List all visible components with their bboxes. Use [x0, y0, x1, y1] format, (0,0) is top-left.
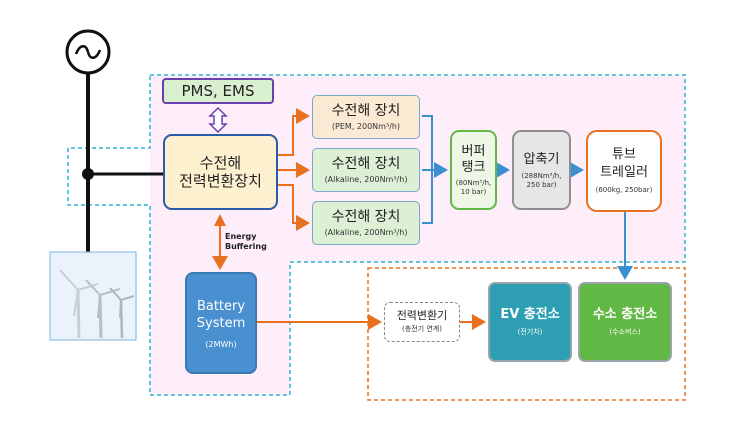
- h2-station-name: 수소 충전소: [592, 307, 658, 322]
- compressor: 압축기 (288Nm³/h, 250 bar): [512, 130, 571, 210]
- electrolyzer-pem: 수전해 장치 (PEM, 200Nm³/h): [312, 95, 420, 139]
- electrolyzer-name: 수전해 장치: [331, 156, 401, 172]
- pms-ems-label: PMS, EMS: [181, 82, 255, 100]
- ev-station-name: EV 충전소: [500, 307, 560, 322]
- energy-buffering-line2: Buffering: [225, 242, 267, 251]
- battery-spec: (2MWh): [205, 339, 237, 349]
- wind-turbine-icon: [49, 251, 137, 341]
- electrolyzer-spec: (PEM, 200Nm³/h): [331, 122, 401, 131]
- trailer-line1: 튜브: [612, 147, 636, 162]
- battery-system: Battery System (2MWh): [185, 272, 257, 374]
- electrolyzer-spec: (Alkaline, 200Nm³/h): [324, 175, 408, 184]
- buffer-line1: 버퍼: [461, 143, 486, 159]
- compressor-name: 압축기: [523, 151, 560, 167]
- compressor-spec1: (288Nm³/h,: [521, 171, 562, 180]
- tube-trailer: 튜브 트레일러 (600kg, 250bar): [586, 130, 662, 212]
- buffer-spec2: 10 bar): [460, 187, 487, 196]
- charger-name: 전력변환기: [396, 309, 448, 322]
- buffer-tank: 버퍼 탱크 (80Nm³/h, 10 bar): [450, 130, 497, 210]
- energy-buffering-line1: Energy: [225, 232, 257, 241]
- electrolyzer-spec: (Alkaline, 200Nm³/h): [324, 228, 408, 237]
- ev-station-spec: (전기차): [517, 328, 543, 336]
- trailer-spec: (600kg, 250bar): [595, 186, 653, 194]
- charger-spec: (충전기 연계): [402, 325, 442, 333]
- battery-line1: Battery: [196, 298, 246, 314]
- trailer-line2: 트레일러: [600, 165, 648, 180]
- electrolyzer-name: 수전해 장치: [331, 209, 401, 225]
- energy-buffering-label: Energy Buffering: [225, 232, 267, 252]
- pms-link-arrow: [208, 106, 228, 134]
- ev-charging-station: EV 충전소 (전기차): [488, 282, 572, 362]
- converter-line1: 수전해: [199, 154, 242, 172]
- electrolyzer-alkaline-2: 수전해 장치 (Alkaline, 200Nm³/h): [312, 201, 420, 245]
- system-boundary: [67, 74, 686, 396]
- power-converter-charger: 전력변환기 (충전기 연계): [384, 302, 460, 342]
- h2-station-spec: (수소버스): [609, 328, 641, 336]
- electrolyzer-alkaline-1: 수전해 장치 (Alkaline, 200Nm³/h): [312, 148, 420, 192]
- compressor-spec2: 250 bar): [526, 180, 557, 189]
- converter-line2: 전력변환장치: [179, 172, 262, 190]
- electrolyzer-name: 수전해 장치: [331, 103, 401, 119]
- buffer-line2: 탱크: [461, 159, 486, 175]
- buffer-spec1: (80Nm³/h,: [455, 178, 492, 187]
- power-converter-electrolysis: 수전해 전력변환장치: [163, 134, 278, 210]
- battery-line2: System: [196, 315, 246, 331]
- hydrogen-charging-station: 수소 충전소 (수소버스): [578, 282, 672, 362]
- pms-ems-box: PMS, EMS: [162, 78, 274, 104]
